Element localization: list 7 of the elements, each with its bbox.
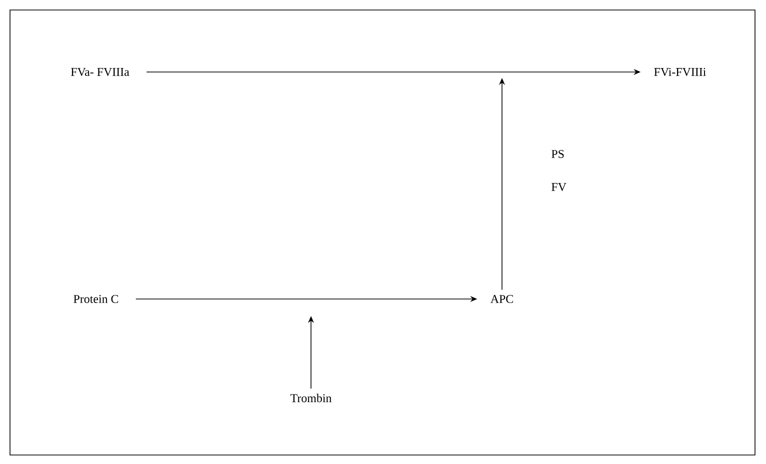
node-label: Trombin <box>290 394 332 402</box>
node-label: FVa- FVIIIa <box>70 68 130 76</box>
node-label: Protein C <box>74 294 118 303</box>
annotation-text: FV <box>552 183 566 191</box>
annotation-text: PS <box>552 150 564 158</box>
node-label: APC <box>490 294 513 303</box>
node-label: FVi-FVIIIi <box>654 68 706 76</box>
